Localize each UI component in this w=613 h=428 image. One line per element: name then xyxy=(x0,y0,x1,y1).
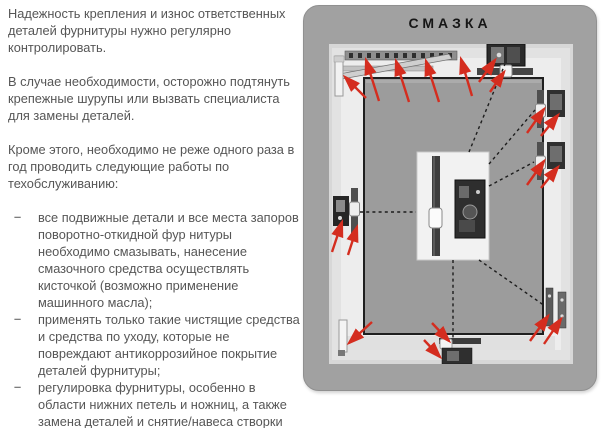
window-lubrication-diagram xyxy=(329,44,573,364)
left-lock-keeper xyxy=(333,188,360,234)
lubrication-panel: СМАЗКА xyxy=(303,5,597,391)
list-item-text: регулировка фурнитуры, особенно в област… xyxy=(38,380,287,428)
paragraph-tighten-screws: В случае необходимости, осторожно подтян… xyxy=(8,74,290,123)
left-hinge-strip xyxy=(333,55,345,97)
lubrication-arrows xyxy=(330,56,563,360)
callout-lines xyxy=(360,63,546,338)
bullet-dash: – xyxy=(14,311,22,326)
list-item: – регулировка фурнитуры, особенно в обла… xyxy=(8,379,303,428)
maintenance-list: – все подвижные детали и все места запор… xyxy=(8,209,303,428)
paragraph-yearly-maintenance: Кроме этого, необходимо не реже одного р… xyxy=(8,142,295,191)
list-item: – применять только такие чистящие средст… xyxy=(8,311,303,379)
bullet-dash: – xyxy=(14,379,22,394)
central-lock-inset xyxy=(416,151,490,261)
list-item-text: применять только такие чистящие средства… xyxy=(38,312,300,378)
panel-title: СМАЗКА xyxy=(408,15,492,31)
bullet-dash: – xyxy=(14,209,22,224)
bottom-left-hinge xyxy=(338,319,348,356)
list-item-text: все подвижные детали и все места запоров… xyxy=(38,210,299,310)
list-item: – все подвижные детали и все места запор… xyxy=(8,209,303,311)
paragraph-reliability: Надежность крепления и износ ответственн… xyxy=(8,6,286,55)
instruction-text: Надежность крепления и износ ответственн… xyxy=(8,5,303,428)
